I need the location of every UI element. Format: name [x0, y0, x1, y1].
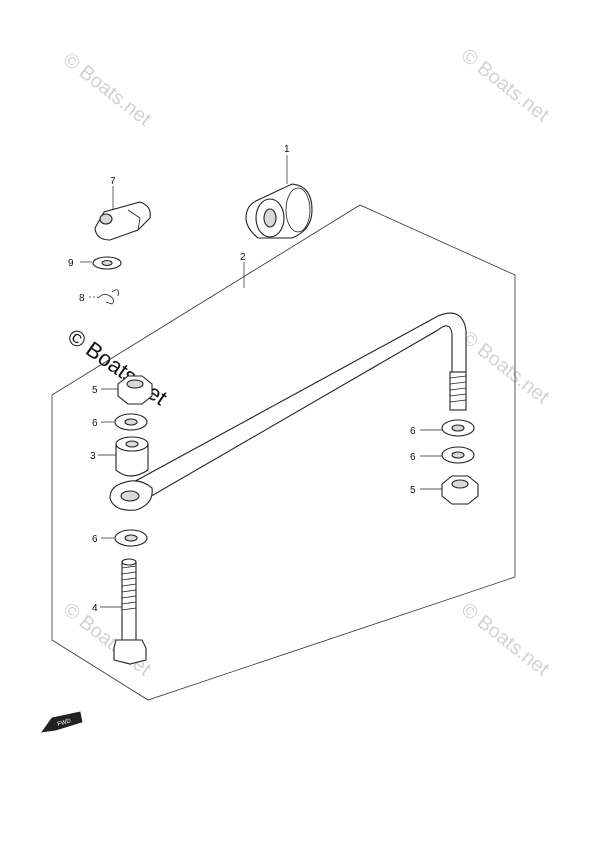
- cotter-pin-part-8: [97, 289, 119, 305]
- watermark-top-left: © Boats.net: [59, 49, 155, 131]
- callout-2: 2: [240, 252, 246, 263]
- washer-part-9: [92, 256, 122, 270]
- drag-link-rod-part-2: [109, 312, 467, 511]
- callout-6-left-bottom: 6: [92, 534, 98, 545]
- forward-arrow-icon: FWD: [41, 711, 83, 733]
- nut-part-5-right: [441, 475, 479, 505]
- spacer-part-3: [115, 436, 149, 477]
- nut-part-5-left: [117, 375, 153, 405]
- callout-3: 3: [90, 451, 96, 462]
- callout-7: 7: [110, 176, 116, 187]
- forward-label: FWD: [57, 718, 72, 728]
- washer-part-6-left-top: [114, 413, 148, 431]
- bracket-part-7: [94, 201, 151, 241]
- leader-lines: [80, 155, 442, 608]
- washer-part-6-left-bottom: [114, 529, 148, 547]
- callout-6-right-top: 6: [410, 426, 416, 437]
- callout-1: 1: [284, 144, 290, 155]
- assembly-outline: [51, 204, 516, 701]
- callout-5-right: 5: [410, 485, 416, 496]
- callout-8: 8: [79, 293, 85, 304]
- bushing-part-1: [245, 183, 313, 239]
- callout-5-left: 5: [92, 385, 98, 396]
- washer-part-6-right-top: [441, 419, 475, 437]
- watermark-bottom-right: © Boats.net: [457, 599, 553, 681]
- watermark-dark: © Boats.net: [63, 324, 172, 411]
- watermark-mid-right: © Boats.net: [457, 327, 553, 409]
- washer-part-6-right-bottom: [441, 446, 475, 464]
- callout-9: 9: [68, 258, 74, 269]
- bolt-part-4: [113, 558, 147, 665]
- watermark-top-right: © Boats.net: [457, 45, 553, 127]
- callout-6-right-bottom: 6: [410, 452, 416, 463]
- callout-4: 4: [92, 603, 98, 614]
- callout-6-left-top: 6: [92, 418, 98, 429]
